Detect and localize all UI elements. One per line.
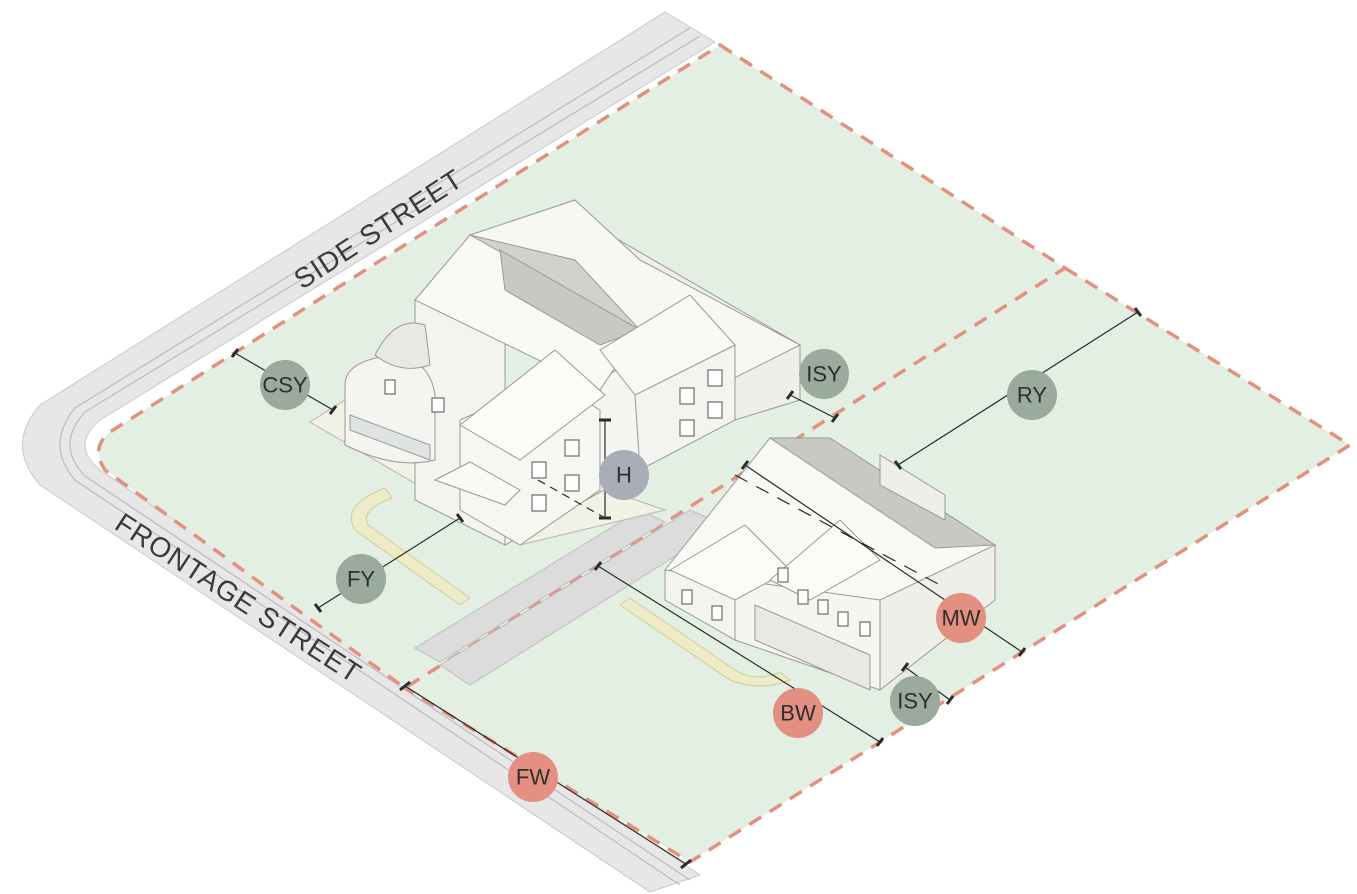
window [707, 401, 723, 419]
streets [22, 11, 716, 893]
curb-line-inner [69, 35, 701, 881]
house-rear-roof [879, 454, 946, 521]
csy-tick-a [230, 348, 240, 358]
house-center-gable [769, 519, 881, 601]
bw-badge-label: BW [780, 701, 816, 726]
main-body-roof-shadow [499, 249, 642, 346]
window [679, 419, 695, 437]
mw-badge: MW [936, 593, 986, 643]
front-gable-roof [459, 349, 606, 461]
interior-lot-walkway [619, 597, 791, 687]
isy-lower-tick-a [900, 662, 910, 672]
window [817, 599, 829, 615]
csy-badge-label: CSY [262, 373, 308, 398]
isy-lower-badge-label: ISY [897, 689, 933, 714]
ry-tick-a [893, 460, 903, 470]
fy-tick-a [313, 603, 323, 613]
house-garage [754, 604, 871, 691]
isy-upper-dimension [789, 394, 836, 419]
bw-tick-a [593, 561, 603, 571]
csy-tick-b [328, 405, 338, 415]
interior-lot-house [664, 437, 997, 692]
lots [96, 42, 1354, 865]
window [564, 439, 580, 457]
window [531, 494, 547, 512]
bw-badge: BW [773, 688, 823, 738]
bw-tick-b [875, 737, 885, 747]
height-hidden-line [734, 474, 941, 586]
isy-upper-tick-a [785, 390, 795, 400]
isy-upper-tick-b [830, 413, 840, 423]
window [711, 605, 723, 621]
window [564, 474, 580, 492]
isy-upper-badge-label: ISY [806, 362, 842, 387]
badges: CSY ISY RY H FY MW BW ISY [260, 349, 1057, 802]
fw-badge-label: FW [516, 765, 550, 790]
window [681, 589, 693, 605]
window [859, 621, 871, 637]
street-pavement [22, 11, 716, 893]
corner-lot-house [344, 199, 802, 546]
porch-roof [433, 461, 521, 506]
h-badge-label: H [616, 463, 632, 488]
mw-tick-b [1017, 647, 1027, 657]
mw-badge-label: MW [941, 606, 980, 631]
house-roof-shadow [768, 437, 997, 549]
corner-lot-driveway [414, 509, 667, 663]
fy-tick-b [455, 513, 465, 523]
window [777, 567, 789, 583]
turret-roof [374, 322, 431, 369]
window [384, 379, 396, 395]
window [531, 461, 547, 479]
isy-upper-badge: ISY [799, 349, 849, 399]
window [797, 589, 809, 605]
turret-glazing [349, 414, 431, 461]
fy-badge-label: FY [347, 567, 375, 592]
window [431, 397, 445, 413]
h-badge: H [599, 450, 649, 500]
fw-tick-a [399, 680, 411, 692]
window [707, 369, 723, 387]
csy-badge: CSY [260, 360, 310, 410]
isy-lower-tick-b [945, 695, 955, 705]
ry-tick-b [1133, 307, 1143, 317]
ry-badge-label: RY [1017, 383, 1047, 408]
mw-tick-a [740, 460, 750, 470]
ry-badge: RY [1007, 370, 1057, 420]
corner-lot-walkway [350, 487, 471, 606]
fy-badge: FY [336, 554, 386, 604]
right-gable-roof [599, 294, 736, 396]
isy-lower-badge: ISY [890, 676, 940, 726]
window [679, 387, 695, 405]
bw-dimension [597, 565, 881, 743]
curb-line-outer [59, 27, 691, 886]
fw-badge: FW [508, 752, 558, 802]
window [837, 611, 849, 627]
fw-tick-b [680, 858, 692, 870]
